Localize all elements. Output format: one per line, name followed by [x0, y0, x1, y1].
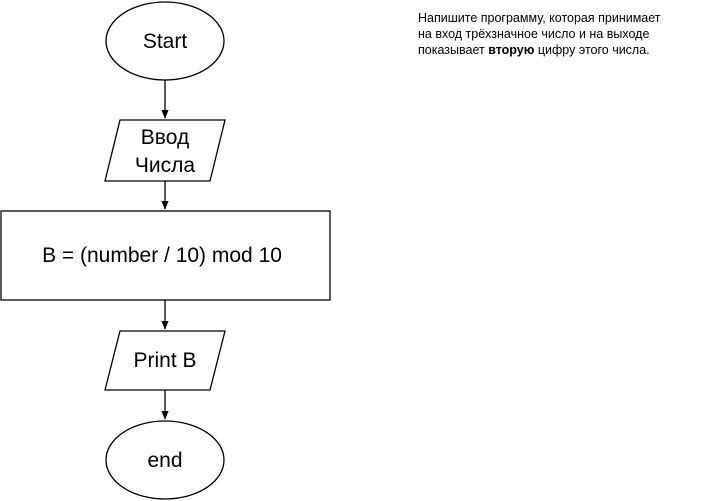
task-description: Напишите программу, которая принимает на…: [418, 10, 713, 58]
task-line-1: Напишите программу, которая принимает: [418, 11, 661, 25]
task-line-3: показывает вторую цифру этого числа.: [418, 42, 713, 58]
end-label: end: [147, 449, 182, 472]
input-node: [104, 119, 226, 182]
task-line-3-start: показывает: [418, 43, 489, 57]
end-node: [105, 420, 225, 500]
task-line-2: на вход трёхзначное число и на выходе: [418, 27, 650, 41]
output-node: [104, 330, 226, 391]
process-node: [0, 210, 331, 301]
process-label: B = (number / 10) mod 10: [42, 244, 282, 267]
task-line-3-end: цифру этого числа.: [534, 43, 650, 57]
input-label-line1: Ввод: [141, 126, 189, 149]
input-label-line2: Числа: [135, 154, 195, 177]
start-node: [105, 1, 225, 81]
task-emphasis: вторую: [488, 43, 535, 57]
output-label: Print B: [133, 349, 196, 372]
start-label: Start: [143, 30, 188, 53]
